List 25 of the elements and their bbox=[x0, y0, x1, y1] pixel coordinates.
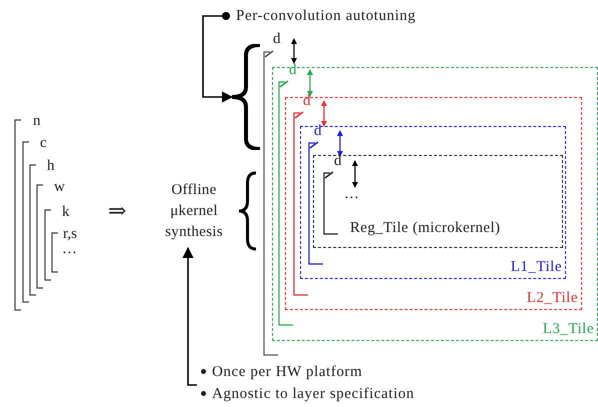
implies-symbol: ⇒ bbox=[108, 200, 126, 222]
loop-index: h bbox=[47, 159, 54, 174]
loop-index: w bbox=[54, 180, 65, 195]
dimension-label: d bbox=[314, 124, 322, 139]
bullet-item: Once per HW platform bbox=[201, 364, 362, 380]
tile-box bbox=[300, 126, 566, 279]
dimension-label: d bbox=[303, 94, 310, 109]
tile-label: L3_Tile bbox=[542, 320, 594, 337]
dimension-label: d bbox=[273, 32, 280, 47]
arrow bbox=[182, 246, 197, 386]
bullet-item: Agnostic to layer specification bbox=[201, 386, 414, 402]
tile-label: L1_Tile bbox=[510, 258, 562, 275]
loop-index: n bbox=[33, 114, 40, 129]
annotation-text: Per-convolution autotuning bbox=[236, 8, 416, 24]
curly-brace bbox=[230, 44, 262, 150]
loop-index: k bbox=[62, 205, 70, 220]
tile-box bbox=[313, 155, 563, 248]
loop-index: r,s bbox=[63, 227, 77, 242]
tile-label: Reg_Tile (microkernel) bbox=[350, 220, 500, 236]
tile-label: L2_Tile bbox=[526, 290, 578, 306]
arrow bbox=[202, 12, 234, 103]
stage-label: Offline μkernel synthesis bbox=[164, 181, 224, 242]
ellipsis: … bbox=[62, 242, 77, 257]
ellipsis: … bbox=[344, 186, 359, 202]
loop-index: c bbox=[40, 136, 47, 151]
